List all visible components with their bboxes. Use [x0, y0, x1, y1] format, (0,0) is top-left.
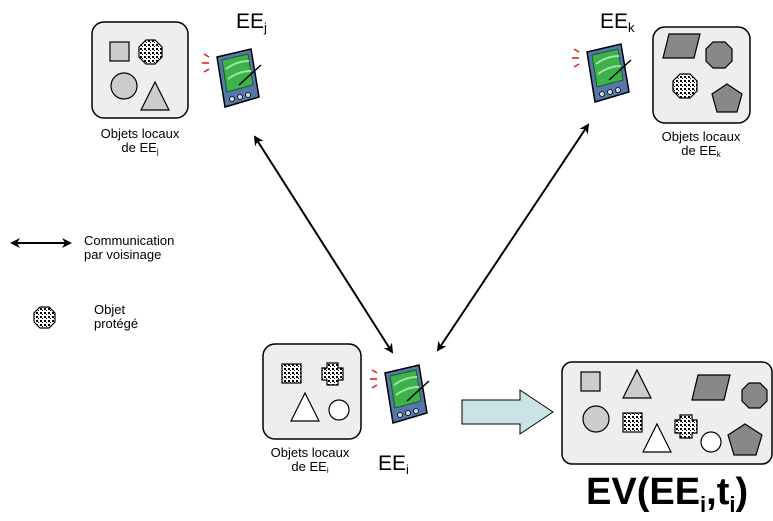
device-label-k: EEk: [600, 10, 635, 35]
local-objects-box-k: [652, 26, 751, 124]
legend-protected-label: Objet protégé: [94, 302, 139, 332]
result-box: [561, 361, 773, 465]
device-icon-k: [571, 43, 632, 103]
arrow-k-to-i: [436, 123, 590, 352]
local-objects-caption-j: Objets locaux de EEj: [100, 126, 180, 157]
legend-communication-label: Communication par voisinage: [84, 233, 175, 263]
device-icon-j: [201, 48, 262, 108]
local-objects-caption-i: Objets locaux de EEi: [270, 445, 350, 476]
local-objects-box-j: [91, 21, 189, 119]
local-objects-caption-k: Objets locaux de EEk: [661, 129, 741, 160]
arrow-j-to-i: [253, 135, 394, 354]
device-label-j: EEj: [236, 10, 267, 35]
big-arrow: [461, 389, 554, 435]
device-icon-i: [369, 364, 430, 424]
legend-protected-object-icon: [33, 306, 56, 329]
result-title: EV(EEi,ti): [586, 471, 749, 517]
device-label-i: EEi: [378, 452, 409, 477]
local-objects-box-i: [262, 343, 362, 440]
